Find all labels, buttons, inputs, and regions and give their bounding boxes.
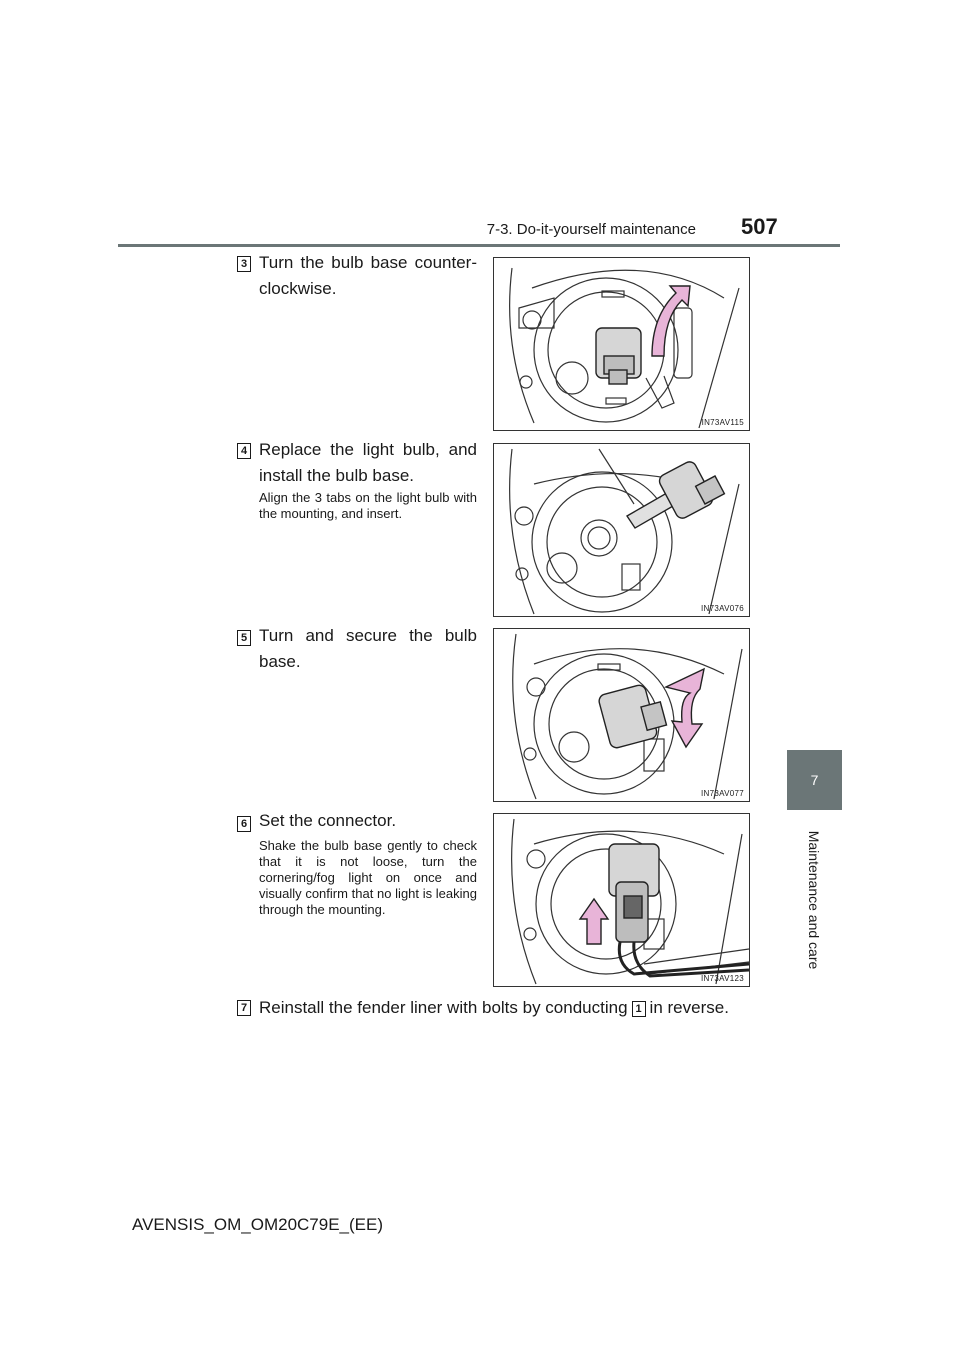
chapter-tab: 7	[787, 750, 842, 810]
chapter-number: 7	[810, 772, 819, 788]
illustration-code: IN73AV123	[700, 974, 744, 983]
step-4-badge: 4	[237, 443, 251, 459]
rotate-arrow-icon	[663, 667, 705, 749]
illustration-code: IN73AV076	[700, 604, 744, 613]
step-5-badge: 5	[237, 630, 251, 646]
illustration-code: IN73AV115	[701, 418, 744, 427]
step-3-text: Turn the bulb base counter-clockwise.	[259, 253, 477, 298]
step-7-badge: 7	[237, 1000, 251, 1016]
document-id: AVENSIS_OM_OM20C79E_(EE)	[132, 1215, 383, 1234]
step-5-illustration: IN73AV077	[493, 628, 750, 802]
connector-drawing	[511, 818, 749, 985]
section-title: 7-3. Do-it-yourself maintenance	[486, 221, 696, 238]
step-6-note: Shake the bulb base gently to check that…	[259, 838, 477, 917]
illustration-code: IN73AV077	[700, 789, 744, 798]
chapter-title: Maintenance and care	[806, 830, 822, 970]
step-4-note: Align the 3 tabs on the light bulb with …	[259, 490, 477, 521]
step-1-reference: 1	[631, 1001, 646, 1017]
header-rule	[118, 244, 840, 247]
step-4-text: Replace the light bulb, and install the …	[259, 440, 477, 485]
step-4-illustration: IN73AV076	[493, 443, 750, 617]
step-3-badge: 3	[237, 256, 251, 272]
step-6-badge: 6	[237, 816, 251, 832]
page-number: 507	[741, 214, 778, 239]
push-up-arrow-icon	[578, 897, 610, 945]
rotate-arrow-icon	[651, 285, 691, 357]
secure-bulb-base-drawing	[512, 633, 743, 800]
step-7-text-before: Reinstall the fender liner with bolts by…	[259, 998, 628, 1017]
bulb-insertion-drawing	[509, 448, 740, 615]
step-6-text: Set the connector.	[259, 811, 397, 830]
step-7-text-after: in reverse.	[649, 998, 729, 1017]
step-5-text: Turn and secure the bulb base.	[259, 626, 477, 671]
headlight-bulb-counterclockwise-drawing	[509, 267, 740, 429]
step-7-text: Reinstall the fender liner with bolts by…	[259, 995, 729, 1021]
step-6-illustration: IN73AV123	[493, 813, 750, 987]
step-3-illustration: IN73AV115	[493, 257, 750, 431]
